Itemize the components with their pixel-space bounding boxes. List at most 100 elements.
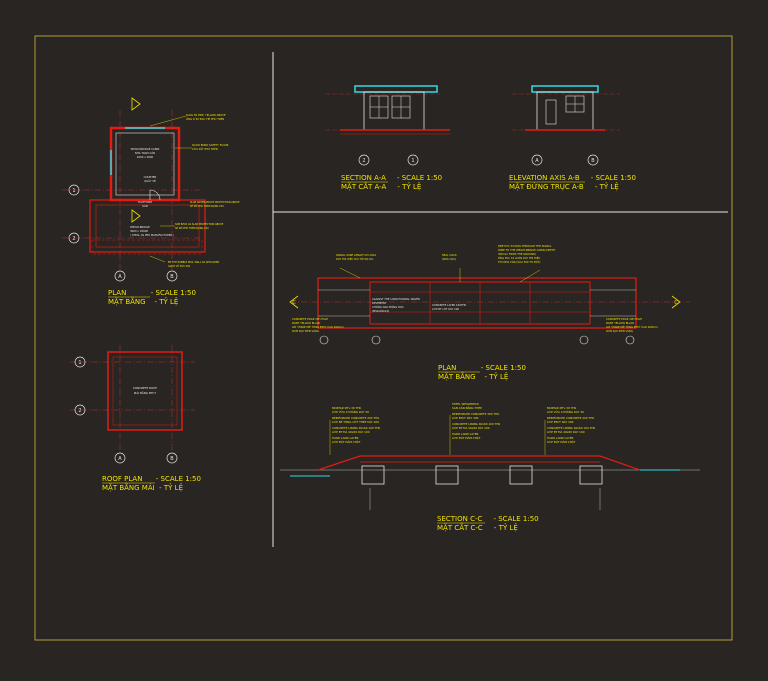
axis-label-1: 1 <box>72 188 75 194</box>
plan-cabin-note: SLOG 50 PIPE, YELLOW ABOVE <box>186 113 226 117</box>
section-aa-title: SECTION A-A - SCALE 1:50 <box>341 174 442 182</box>
section-cc-note: REINFORCED CONCRETE 300 THK <box>452 412 499 416</box>
section-cc-note: CONCRETE LINING 40x60 100 THK <box>332 426 380 430</box>
section-cc-note: HARD LAND LAYER <box>452 432 478 436</box>
plan-bridge-note: PAINT YELLOW BLACK <box>292 321 321 325</box>
section-cc-note: CONCRETE LINING 40x60 100 THK <box>452 422 500 426</box>
roof-axis-label-2: 2 <box>78 408 81 414</box>
section-cc-note: CONCRETE LINING 40x60 100 THK <box>547 426 595 430</box>
plan-cabin-title-vn: MẶT BẰNG - TỶ LỆ <box>108 296 178 306</box>
plan-bridge-note: PAINT YELLOW BLACK <box>606 321 635 325</box>
roof-plan-view <box>70 345 195 464</box>
section-cc-title: SECTION C-C - SCALE 1:50 <box>437 515 539 523</box>
section-cc-note: LỚP BTCT DÀY 200 <box>547 419 574 424</box>
plan-cabin-note: 3000 x 18000 <box>130 229 148 233</box>
section-aa-view <box>325 85 450 166</box>
plan-bridge-note: WIRE TO THE WEIGH-BRIDGE CABIN (DEPTH <box>498 248 555 252</box>
plan-bridge-note: SƠN SỌC ĐEN VÀNG <box>606 328 633 333</box>
section-cc-view <box>280 415 700 510</box>
section-cc-note: SÀN CÂN BẰNG THÉP <box>452 405 482 410</box>
section-cc-note: LỚP BÊ TÔNG CỐT THÉP DÀY 200 <box>332 419 379 424</box>
plan-bridge-note: DÂY TÍN HIỆU DÀI TỐI ĐA 8m <box>336 256 374 261</box>
plan-bridge-note: GỜ THANH BÊ TÔNG BTCT CAO 200mm <box>292 324 344 329</box>
elevation-ab-title: ELEVATION AXIS A-B - SCALE 1:50 <box>509 174 636 182</box>
section-cc-title-vn: MẶT CẮT C-C - TỶ LỆ <box>437 522 518 532</box>
plan-cabin-note: WEIGH-BRIDGE CABIN <box>131 147 160 151</box>
elevation-axis-b: B <box>591 158 595 164</box>
roof-plan-note: MÁI BẰNG BTCT <box>134 390 156 395</box>
plan-bridge-view <box>289 267 690 345</box>
plan-cabin-title: PLAN - SCALE 1:50 <box>108 289 196 297</box>
drawing-frame <box>34 35 733 641</box>
plan-bridge-note: CONCRETE LAYER 100THK <box>432 303 467 307</box>
plan-cabin-note: GẠCH VỮ ĐÁY 400 <box>168 265 191 268</box>
plan-bridge-title-vn: MẶT BẰNG - TỶ LỆ <box>438 371 508 381</box>
plan-cabin-note: SLAB WATER-PROOF PROTECTION ABOVE <box>190 201 240 204</box>
elevation-axis-a: A <box>535 158 539 164</box>
plan-cabin-note: ỐNG D 50 ĐẠC TIẾ PHÚ TRÊN <box>186 115 224 121</box>
plan-bridge-note: (MS4x60x10) <box>372 309 389 313</box>
plan-bridge-note: (NHÀ CỌC) <box>442 256 456 261</box>
roof-plan-title: ROOF PLAN - SCALE 1:50 <box>102 475 201 483</box>
section-cc-note: REINFORCED CONCRETE 200 THK <box>547 416 594 420</box>
plan-cabin-note: COUNTER <box>144 175 157 179</box>
plan-bridge-note: PIPE PVC 34 PASS THROUGH THE SIGNAL <box>498 244 552 248</box>
section-cc-note: LỚP BT ĐÁ 40x60 DÀY 100 <box>547 429 585 434</box>
plan-bridge-note: CHỐNG DAO ĐỘNG DỌC <box>372 304 404 309</box>
plan-bridge-note: CONCRETE EDGE 20H HIGH <box>606 317 642 321</box>
plan-bridge-note: ỐNG PVC 34 LUỒN DÂY TÍN HIỆU <box>498 255 540 260</box>
section-aa-axis-2: 2 <box>362 158 365 164</box>
section-cc-note: LỚP ĐẤT ĐẦM CHẶT <box>452 435 481 440</box>
plan-cabin-note: NHÀ TRẠM CÂN <box>135 150 155 155</box>
plan-cabin-note: EN THE RUBBLE MAS. WALL AS SHOULDER <box>168 261 219 264</box>
plan-bridge-note: CONCRETE EDGE 20H HIGH <box>292 317 328 321</box>
plan-bridge-note: GỜ THANH BÊ TÔNG BTCT CAO 200mm <box>606 324 658 329</box>
plan-bridge-note: 300mm FROM THE GROUND) <box>498 252 536 256</box>
plan-bridge-note: DEVEMENT <box>372 301 387 305</box>
plan-bridge-note: LỚP BT LÓT DÀY 100 <box>432 306 459 311</box>
roof-axis-label-a: A <box>118 456 122 462</box>
drawing-text-layer: 1 2 A B 1 2 A B 2 1 A B C C PLAN - SCALE… <box>72 113 678 532</box>
section-marker-c-right: C <box>674 300 678 306</box>
plan-cabin-view <box>62 97 206 282</box>
roof-plan-title-vn: MẶT BẰNG MÁI - TỶ LỆ <box>102 482 183 492</box>
section-cc-note: HARD LAND LAYER <box>332 436 358 440</box>
section-cc-note: LỚP ĐẤT ĐẦM CHẶT <box>547 439 576 444</box>
section-cc-note: MORTAR MTL 30 THK <box>332 406 361 410</box>
section-cc-note: REINFORCED CONCRETE 200 THK <box>332 416 379 420</box>
roof-axis-label-b: B <box>170 456 174 462</box>
plan-cabin-note: SÀN <box>142 203 147 208</box>
elevation-ab-title-vn: MẶT ĐỨNG TRỤC A-B - TỶ LỆ <box>509 182 619 191</box>
axis-label-a: A <box>118 274 122 280</box>
axis-label-2: 2 <box>72 236 75 242</box>
plan-cabin-note: ( STEAL AS PER MANUFACTURER ) <box>130 233 174 237</box>
plan-bridge-title: PLAN - SCALE 1:50 <box>438 364 526 372</box>
section-cc-note: STEEL WEIGHDECK <box>452 402 479 406</box>
roof-axis-label-1: 1 <box>78 360 81 366</box>
roof-plan-note: CONCRETE ROOF <box>133 386 158 390</box>
plan-cabin-note: SOB RECK AS SLAB PROTECTION ABOVE <box>175 223 224 226</box>
plan-bridge-note: SƠN SỌC ĐEN VÀNG <box>292 328 319 333</box>
section-aa-axis-1: 1 <box>411 158 414 164</box>
plan-bridge-note: SEAL COCK <box>442 253 457 257</box>
section-cc-note: LỚP ĐẤT ĐẦM CHẶT <box>332 439 361 444</box>
section-cc-note: MORTAR MTL 30 THK <box>547 406 576 410</box>
plan-cabin-note: CỬA SẮT PHÚ TRÊN <box>192 146 218 151</box>
plan-cabin-note: SOLID BORD SAFETY FLOOR <box>192 143 229 147</box>
plan-cabin-note: WEIGH-BRIDGE <box>130 225 150 229</box>
plan-cabin-note: PLATFORM <box>138 200 152 204</box>
section-cc-note: LỚP BTCT DÀY 300 <box>452 415 479 420</box>
section-cc-note: LỚP VỮA XI MĂNG DÀY 30 <box>547 409 584 414</box>
section-aa-title-vn: MẶT CẮT A-A - TỶ LỆ <box>341 181 421 191</box>
plan-bridge-note: AGAINST THE LONGITUDINAL WAVER <box>372 297 420 301</box>
plan-cabin-note: QUẦY VỆ <box>144 178 156 183</box>
plan-cabin-note: SÊ NÔ PHỦ TRÊN RỌNG 150 <box>190 205 224 208</box>
plan-bridge-note: SIGNAL WIRE LENGTH 8m MAX <box>336 253 376 257</box>
section-cc-note: LỚP BT ĐÁ 40x60 DÀY 100 <box>452 425 490 430</box>
plan-cabin-note: 2600 x 2800 <box>137 155 154 159</box>
section-cc-note: LỚP BT ĐÁ 40x60 DÀY 100 <box>332 429 370 434</box>
section-cc-note: HARD LAND LAYER <box>547 436 573 440</box>
